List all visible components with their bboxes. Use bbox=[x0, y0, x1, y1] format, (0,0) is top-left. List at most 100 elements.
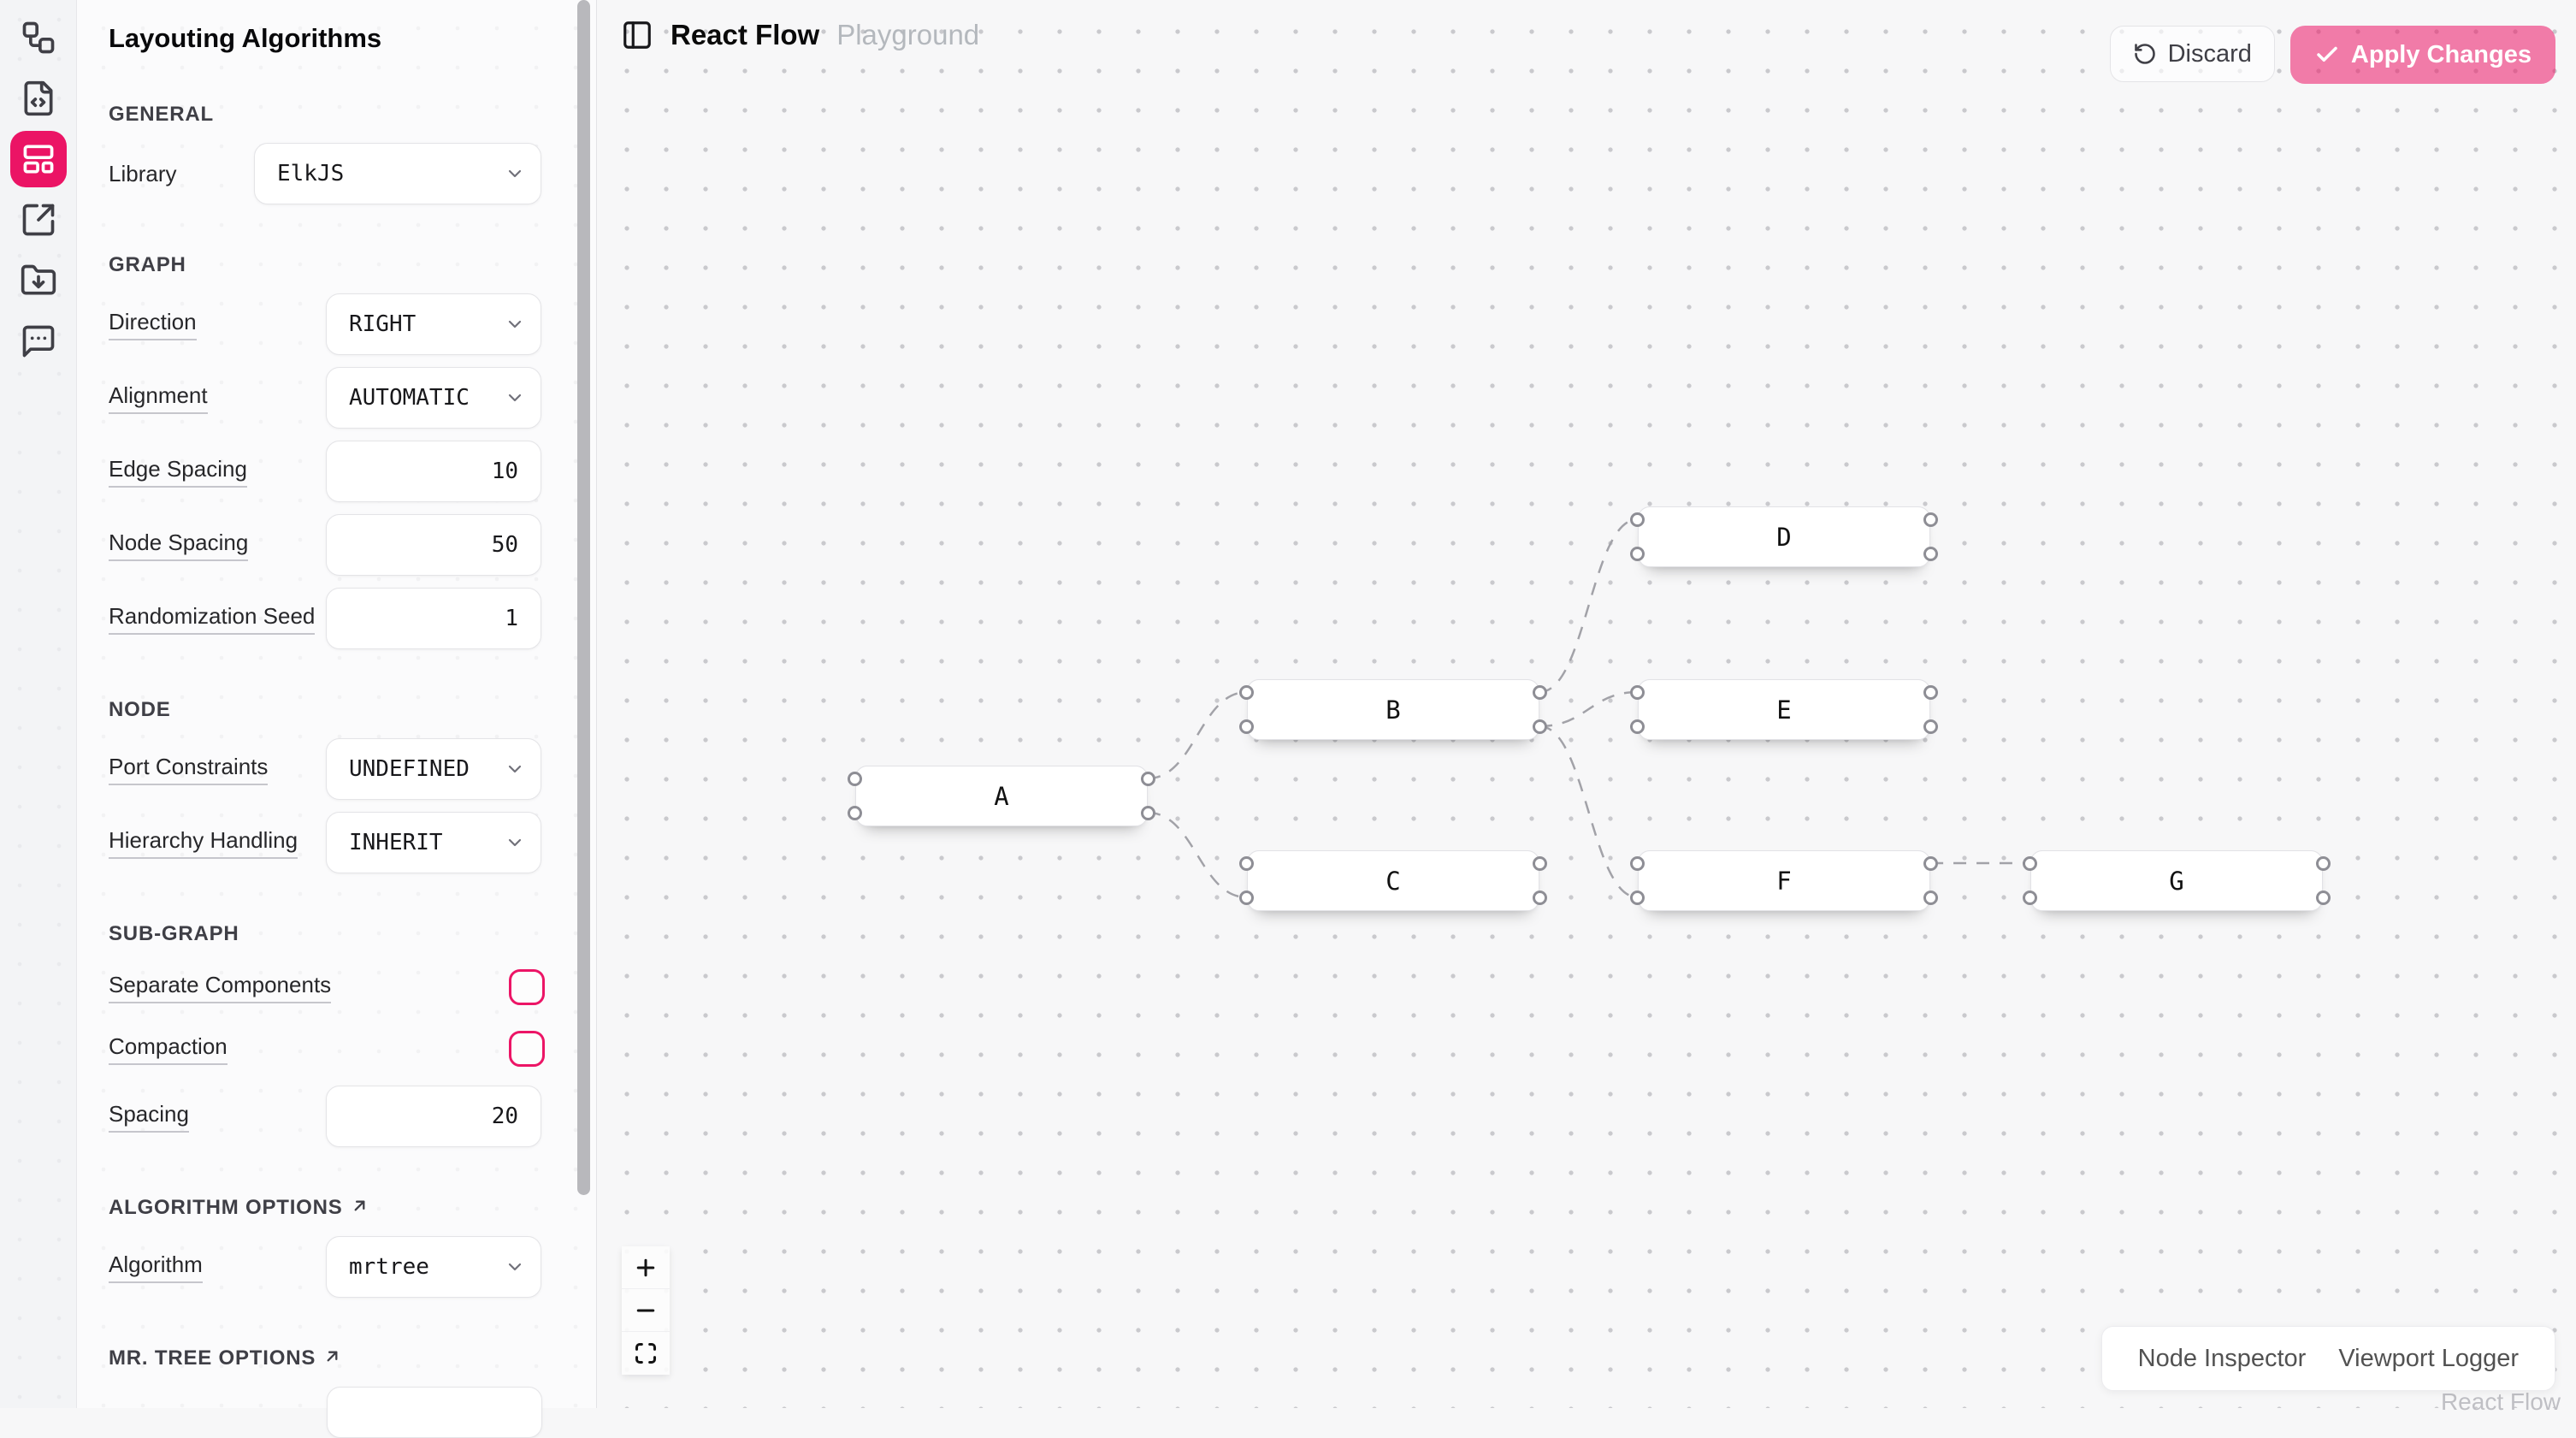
activity-bar-item-0[interactable] bbox=[19, 18, 58, 57]
chevron-down-icon bbox=[505, 163, 525, 184]
edge-A-B[interactable] bbox=[1148, 692, 1247, 778]
handle-right-bottom[interactable] bbox=[1141, 806, 1155, 820]
edge-B-E[interactable] bbox=[1539, 692, 1638, 726]
activity-bar-item-2[interactable] bbox=[10, 131, 67, 187]
algorithm-select[interactable]: mrtree bbox=[326, 1236, 541, 1298]
handle-right-top[interactable] bbox=[1923, 512, 1938, 527]
section-heading-label[interactable]: ALGORITHM OPTIONS bbox=[109, 1196, 343, 1220]
edge-A-C[interactable] bbox=[1148, 813, 1247, 897]
activity-bar-item-5[interactable] bbox=[19, 322, 58, 361]
handle-right-top[interactable] bbox=[2316, 856, 2331, 871]
minus-icon bbox=[633, 1298, 659, 1323]
flow-node-A[interactable]: A bbox=[855, 766, 1148, 826]
handle-right-top[interactable] bbox=[1141, 772, 1155, 786]
separate-components-checkbox[interactable] bbox=[509, 969, 545, 1005]
handle-right-bottom[interactable] bbox=[1923, 891, 1938, 905]
partial-control[interactable] bbox=[327, 1387, 542, 1438]
node-inspector-button[interactable]: Node Inspector bbox=[2138, 1345, 2307, 1373]
handle-right-bottom[interactable] bbox=[1533, 719, 1547, 734]
apply-changes-button[interactable]: Apply Changes bbox=[2290, 26, 2555, 84]
activity-bar-item-1[interactable] bbox=[19, 79, 58, 118]
handle-right-top[interactable] bbox=[1923, 685, 1938, 700]
file-code-icon bbox=[20, 80, 57, 117]
handle-right-bottom[interactable] bbox=[1533, 891, 1547, 905]
zoom-in-button[interactable] bbox=[622, 1246, 670, 1289]
handle-left-top[interactable] bbox=[2023, 856, 2037, 871]
chevron-down-icon bbox=[505, 832, 525, 853]
randomization-seed-input[interactable]: 1 bbox=[326, 588, 541, 649]
handle-left-top[interactable] bbox=[848, 772, 862, 786]
flow-node-D[interactable]: D bbox=[1638, 506, 1930, 567]
node-label: B bbox=[1385, 695, 1400, 725]
flow-node-B[interactable]: B bbox=[1247, 679, 1539, 740]
external-link-arrow-icon bbox=[350, 1196, 369, 1216]
handle-right-top[interactable] bbox=[1533, 685, 1547, 700]
setting-row: Hierarchy Handling INHERIT bbox=[109, 812, 596, 873]
handle-right-bottom[interactable] bbox=[1923, 547, 1938, 561]
handle-left-top[interactable] bbox=[1630, 685, 1645, 700]
handle-left-bottom[interactable] bbox=[1239, 891, 1254, 905]
flow-node-E[interactable]: E bbox=[1638, 679, 1930, 740]
folder-download-icon bbox=[20, 262, 57, 299]
compaction-checkbox[interactable] bbox=[509, 1031, 545, 1067]
input-value: 50 bbox=[492, 532, 541, 558]
handle-left-bottom[interactable] bbox=[1630, 719, 1645, 734]
handle-left-bottom[interactable] bbox=[1239, 719, 1254, 734]
discard-button[interactable]: Discard bbox=[2110, 26, 2275, 82]
panel-scrollbar[interactable] bbox=[577, 0, 590, 1195]
node-spacing-input[interactable]: 50 bbox=[326, 514, 541, 576]
zoom-out-button[interactable] bbox=[622, 1289, 670, 1332]
chevron-down-icon bbox=[505, 759, 525, 779]
section-mr-tree-options: MR. TREE OPTIONS bbox=[109, 1347, 596, 1387]
library-select[interactable]: ElkJS bbox=[254, 143, 541, 204]
panel-toggle-icon[interactable] bbox=[621, 19, 653, 51]
direction-select[interactable]: RIGHT bbox=[326, 293, 541, 355]
handle-left-top[interactable] bbox=[1630, 856, 1645, 871]
viewport-logger-button[interactable]: Viewport Logger bbox=[2338, 1345, 2519, 1373]
activity-bar-item-4[interactable] bbox=[19, 261, 58, 300]
setting-label: Spacing bbox=[109, 1101, 189, 1133]
section-heading-label: NODE bbox=[109, 698, 171, 722]
port-constraints-select[interactable]: UNDEFINED bbox=[326, 738, 541, 800]
handle-left-bottom[interactable] bbox=[848, 806, 862, 820]
handle-left-bottom[interactable] bbox=[1630, 547, 1645, 561]
hierarchy-handling-select[interactable]: INHERIT bbox=[326, 812, 541, 873]
handle-left-bottom[interactable] bbox=[1630, 891, 1645, 905]
alignment-select[interactable]: AUTOMATIC bbox=[326, 367, 541, 429]
fit-view-button[interactable] bbox=[622, 1332, 670, 1375]
edge-B-D[interactable] bbox=[1539, 519, 1638, 692]
handle-left-top[interactable] bbox=[1630, 512, 1645, 527]
check-icon bbox=[2314, 42, 2340, 68]
apply-changes-label: Apply Changes bbox=[2351, 41, 2532, 69]
plus-icon bbox=[633, 1255, 659, 1281]
handle-left-top[interactable] bbox=[1239, 685, 1254, 700]
select-value: RIGHT bbox=[327, 311, 416, 337]
flow-node-C[interactable]: C bbox=[1247, 850, 1539, 911]
flow-node-F[interactable]: F bbox=[1638, 850, 1930, 911]
edge-B-F[interactable] bbox=[1539, 726, 1638, 897]
handle-right-bottom[interactable] bbox=[1923, 719, 1938, 734]
handle-right-top[interactable] bbox=[1923, 856, 1938, 871]
edge-spacing-input[interactable]: 10 bbox=[326, 441, 541, 502]
handle-right-top[interactable] bbox=[1533, 856, 1547, 871]
app-subtitle: Playground bbox=[836, 19, 979, 51]
activity-bar-item-3[interactable] bbox=[19, 200, 58, 240]
fullscreen-icon bbox=[634, 1341, 658, 1365]
handle-left-top[interactable] bbox=[1239, 856, 1254, 871]
flow-node-G[interactable]: G bbox=[2030, 850, 2323, 911]
setting-row: Spacing 20 bbox=[109, 1086, 596, 1147]
spacing-input[interactable]: 20 bbox=[326, 1086, 541, 1147]
reactflow-attribution[interactable]: React Flow bbox=[2441, 1388, 2561, 1416]
handle-left-bottom[interactable] bbox=[2023, 891, 2037, 905]
section-heading-label[interactable]: MR. TREE OPTIONS bbox=[109, 1346, 316, 1370]
setting-label: Hierarchy Handling bbox=[109, 827, 298, 859]
handle-right-bottom[interactable] bbox=[2316, 891, 2331, 905]
